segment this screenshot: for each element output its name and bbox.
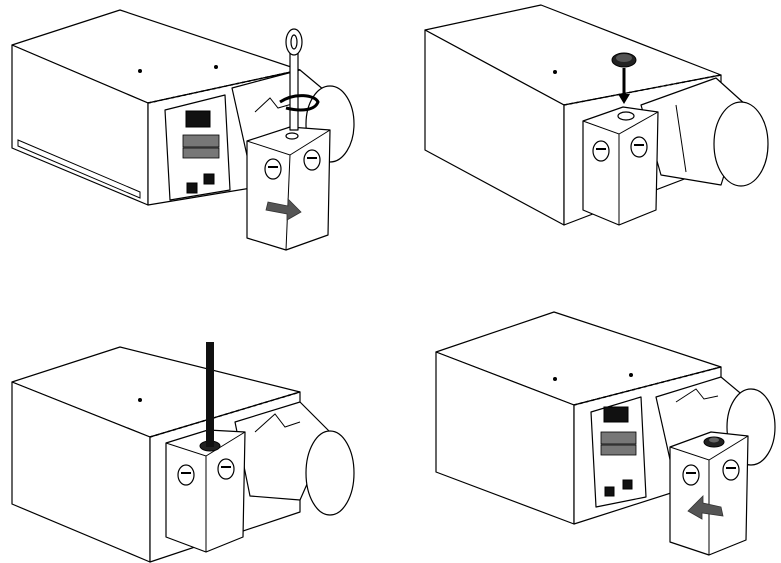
terminal-block [590,396,647,508]
panel-step-4 [391,282,781,563]
screwdriver-icon [285,28,303,131]
slide-right-arrow-icon [265,198,302,221]
grommet-icon [611,52,637,68]
panel-step-1 [0,0,390,281]
terminal-block [164,94,231,201]
cable-icon [206,342,214,447]
panel-step-2 [391,0,781,281]
panel-1-drawing [11,9,355,251]
panel-2-drawing [424,4,769,226]
rotate-arrow-icon [279,94,320,112]
panel-4-drawing [435,311,776,556]
cover-box [669,431,749,556]
duct-collar [640,77,769,187]
slide-left-arrow-icon [687,495,724,520]
duct-collar [234,401,355,516]
panel-3-drawing [11,342,355,563]
cover-box [246,126,331,251]
down-arrow-icon [618,68,630,104]
cover-box [582,106,659,226]
panel-step-3 [0,282,390,563]
cover-box [165,429,246,553]
